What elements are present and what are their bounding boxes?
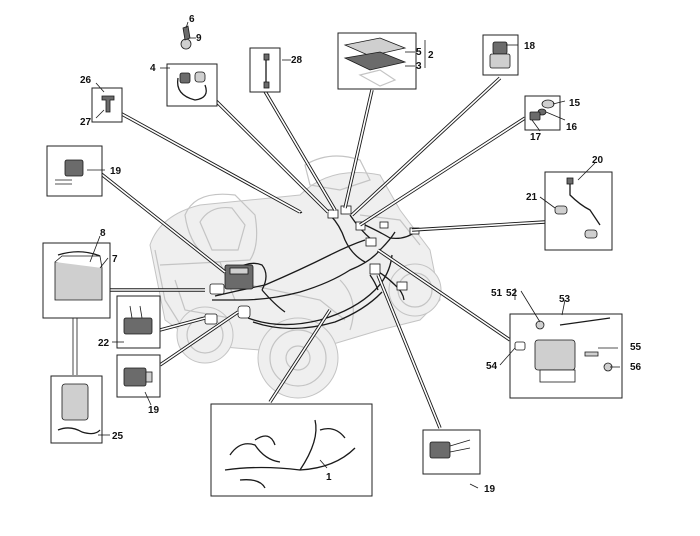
callout-15: 15 <box>569 98 581 109</box>
box-starter-solenoid <box>509 288 623 399</box>
callout-26: 26 <box>80 75 92 86</box>
callout-28: 28 <box>291 55 303 66</box>
callout-51: 51 <box>491 288 503 299</box>
callout-4: 4 <box>150 63 156 74</box>
callout-2: 2 <box>428 50 434 61</box>
callout-19-bottom: 19 <box>484 484 496 495</box>
callout-8: 8 <box>100 228 106 239</box>
callout-20: 20 <box>592 155 604 166</box>
control-module <box>204 205 420 325</box>
callout-labels: 6 9 4 26 27 28 5 2 3 18 15 16 17 19 20 2… <box>80 14 642 495</box>
callout-1: 1 <box>326 472 332 483</box>
box-bolt <box>91 87 123 123</box>
box-key-switch <box>166 25 218 107</box>
box-relay-bottom <box>422 429 481 475</box>
callout-53: 53 <box>559 294 571 305</box>
callout-5: 5 <box>416 47 422 58</box>
callout-17: 17 <box>530 132 542 143</box>
callout-leaders <box>87 21 620 489</box>
callout-55: 55 <box>630 342 642 353</box>
callout-19-middle: 19 <box>148 405 160 416</box>
callout-3: 3 <box>416 61 422 72</box>
box-relay-middle <box>116 354 161 398</box>
callout-18: 18 <box>524 41 536 52</box>
callout-25: 25 <box>112 431 124 442</box>
box-push-switch <box>482 34 519 76</box>
callout-56: 56 <box>630 362 642 373</box>
callout-54: 54 <box>486 361 498 372</box>
box-switch-parts <box>524 95 561 131</box>
callout-21: 21 <box>526 192 538 203</box>
callout-16: 16 <box>566 122 578 133</box>
leader-double-lines <box>72 76 546 429</box>
box-headlights <box>544 171 613 251</box>
callout-22: 22 <box>98 338 110 349</box>
box-single-wire <box>249 47 281 93</box>
callout-19-top: 19 <box>110 166 122 177</box>
box-battery <box>42 242 111 319</box>
box-solenoid-22 <box>116 295 161 349</box>
box-relay-top <box>46 145 103 197</box>
box-main-harness <box>210 403 373 497</box>
callout-52: 52 <box>506 288 518 299</box>
box-fuse-holder <box>337 32 426 90</box>
callout-27: 27 <box>80 117 92 128</box>
callout-7: 7 <box>112 254 118 265</box>
callout-6: 6 <box>189 14 195 25</box>
box-battery-charger <box>50 375 103 444</box>
callout-9: 9 <box>196 33 202 44</box>
